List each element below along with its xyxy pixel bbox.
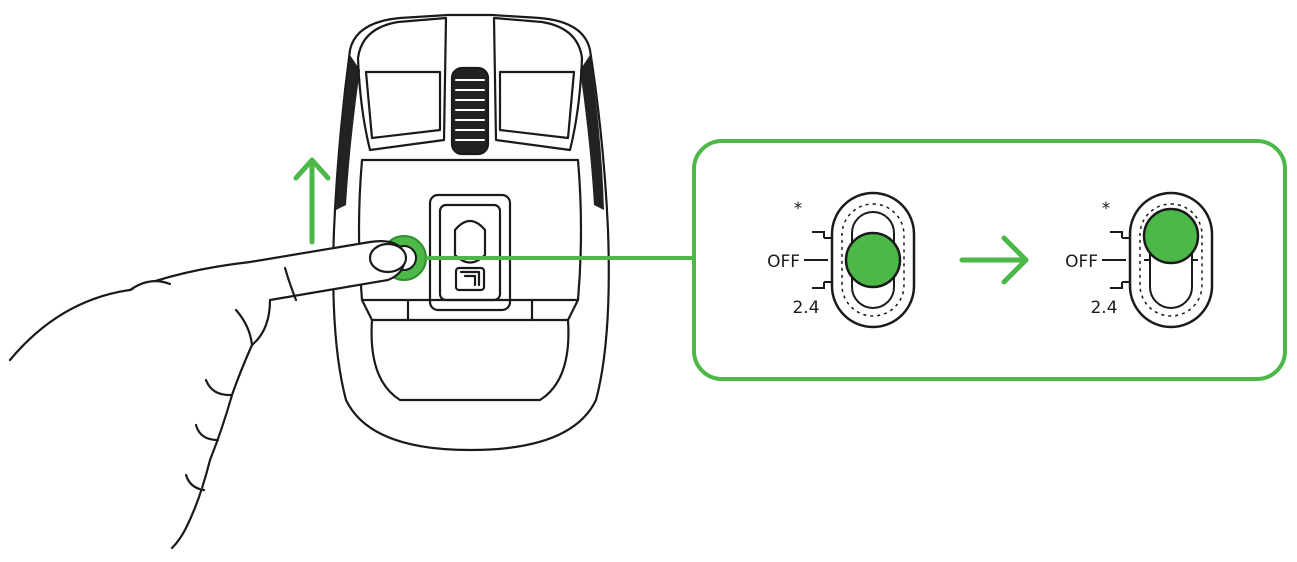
switch-after-bluetooth-label: * <box>1102 199 1111 219</box>
switch-before-off-label: OFF <box>767 252 800 272</box>
switch-after-off-label: OFF <box>1065 252 1098 272</box>
switch-before-bluetooth-label: * <box>794 199 803 219</box>
right-side-grip <box>580 55 604 210</box>
dpi-sensor-window <box>454 266 486 292</box>
left-click-button <box>356 16 448 152</box>
pointing-hand <box>8 240 408 550</box>
switch-after: * OFF 2.4 <box>1065 191 1214 329</box>
mouse-underside <box>332 13 610 452</box>
arrow-up-icon <box>293 157 331 245</box>
left-side-grip <box>336 55 360 210</box>
switch-before-knob <box>844 231 902 289</box>
right-click-button <box>492 16 584 152</box>
switch-after-24-label: 2.4 <box>1090 298 1117 318</box>
arrow-right-icon <box>959 235 1029 285</box>
switch-before: * OFF 2.4 <box>767 191 916 329</box>
switch-before-24-label: 2.4 <box>792 298 819 318</box>
lower-skate <box>370 318 570 402</box>
sensor-housing <box>428 193 512 312</box>
switch-after-knob <box>1142 207 1200 265</box>
